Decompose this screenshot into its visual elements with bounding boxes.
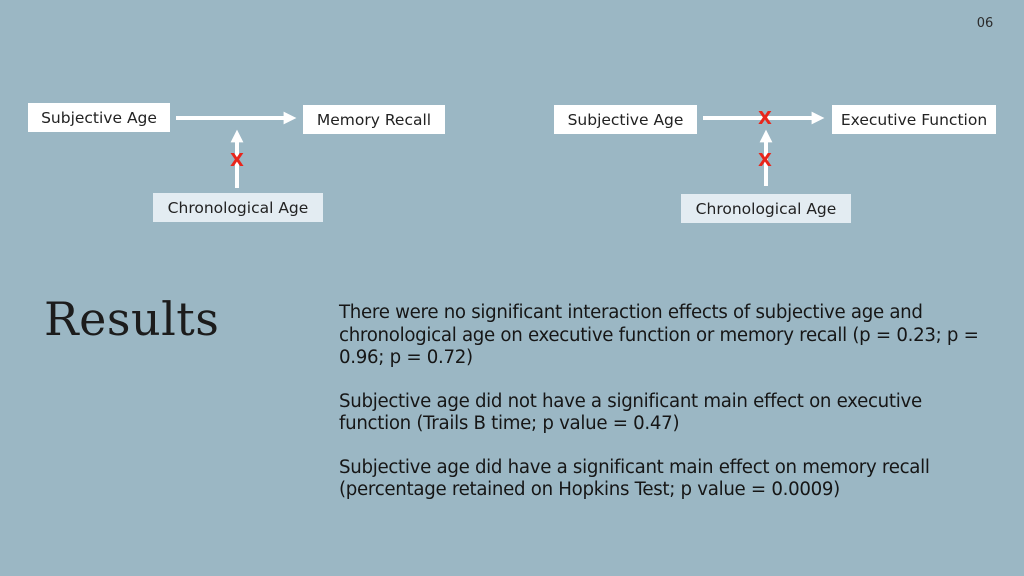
node-subjective-age-right: Subjective Age [554, 105, 697, 134]
node-subjective-age-left: Subjective Age [28, 103, 170, 132]
results-paragraph-interaction: There were no significant interaction ef… [339, 302, 979, 368]
node-chronological-age-right: Chronological Age [681, 194, 851, 223]
node-chronological-age-left: Chronological Age [153, 193, 323, 222]
results-paragraph-memory-recall: Subjective age did have a significant ma… [339, 456, 930, 501]
results-paragraph-executive-function: Subjective age did not have a significan… [339, 390, 922, 435]
diagram-arrows [176, 111, 825, 188]
x-mark-left-interaction: X [230, 150, 244, 171]
results-title: Results [44, 292, 220, 346]
node-executive-function: Executive Function [832, 105, 996, 134]
results-body: There were no significant interaction ef… [339, 302, 999, 523]
node-memory-recall: Memory Recall [303, 105, 445, 134]
x-mark-right-interaction: X [758, 150, 772, 171]
page-number: 06 [976, 16, 994, 31]
x-mark-right-main-effect: X [758, 108, 772, 129]
